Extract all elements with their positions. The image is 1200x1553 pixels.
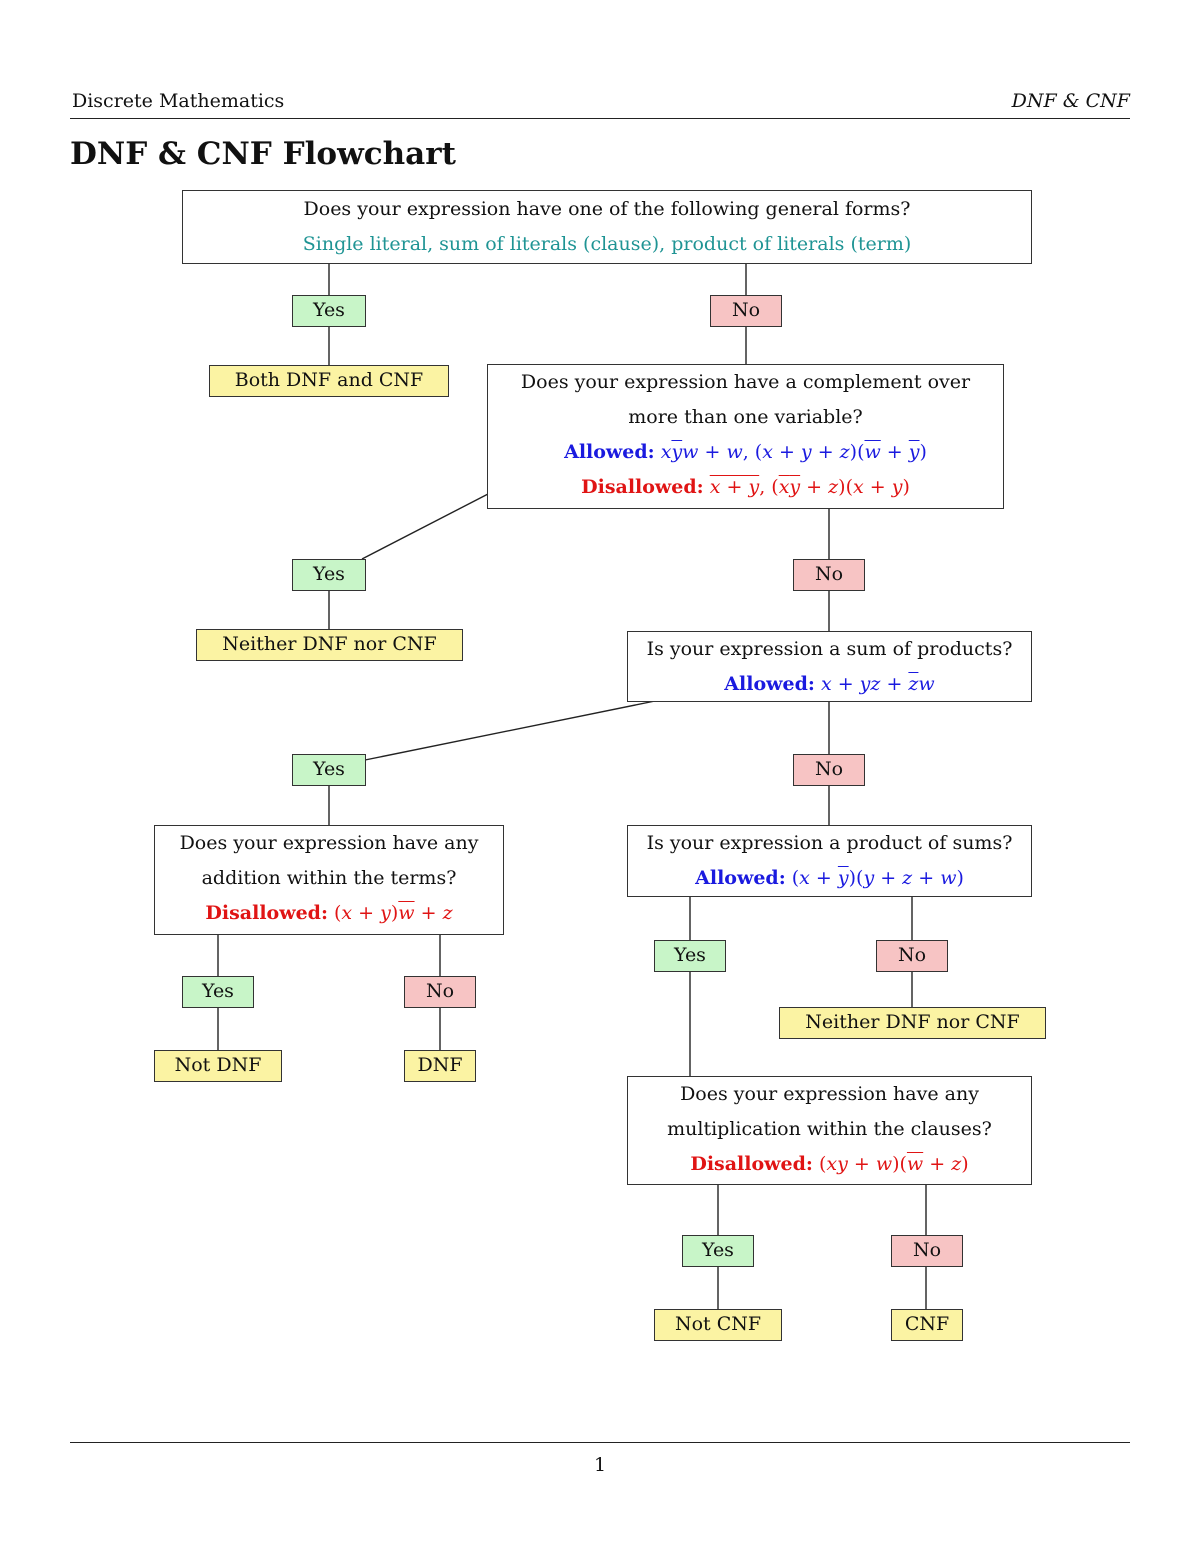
question-addition-line2: addition within the terms? (201, 867, 457, 889)
question-general-form-text: Does your expression have one of the fol… (303, 198, 911, 220)
disallowed-label: Disallowed: (205, 902, 328, 924)
disallowed-example-complement: Disallowed: x + y, (xy + z)(x + y) (581, 476, 910, 498)
allowed-example-sop: Allowed: x + yz + zw (724, 673, 935, 695)
answer-yes-sop: Yes (292, 754, 366, 786)
answer-no-multiplication: No (891, 1235, 963, 1267)
disallowed-example-addition: Disallowed: (x + y)w + z (205, 902, 453, 924)
header-topic: DNF & CNF (1011, 90, 1130, 112)
answer-no-addition: No (404, 976, 476, 1008)
page-number: 1 (593, 1454, 607, 1476)
result-cnf: CNF (891, 1309, 963, 1341)
result-neither-2: Neither DNF nor CNF (779, 1007, 1046, 1039)
page-title: DNF & CNF Flowchart (70, 136, 456, 172)
result-not-dnf: Not DNF (154, 1050, 282, 1082)
question-complement-line2: more than one variable? (628, 406, 863, 428)
disallowed-example-multiplication: Disallowed: (xy + w)(w + z) (690, 1153, 969, 1175)
allowed-label: Allowed: (695, 867, 786, 889)
answer-yes-addition: Yes (182, 976, 254, 1008)
answer-yes-pos: Yes (654, 940, 726, 972)
disallowed-label: Disallowed: (581, 476, 704, 498)
question-sop-text: Is your expression a sum of products? (646, 638, 1013, 660)
answer-no-pos: No (876, 940, 948, 972)
allowed-label: Allowed: (564, 441, 655, 463)
question-general-form: Does your expression have one of the fol… (182, 190, 1032, 264)
question-multiplication-in-clauses: Does your expression have any multiplica… (627, 1076, 1032, 1185)
question-complement: Does your expression have a complement o… (487, 364, 1004, 509)
result-neither-1: Neither DNF nor CNF (196, 629, 463, 661)
question-pos-text: Is your expression a product of sums? (646, 832, 1013, 854)
answer-yes-general-form: Yes (292, 295, 366, 327)
footer-rule (70, 1442, 1130, 1443)
header-rule (70, 118, 1130, 119)
question-addition-in-terms: Does your expression have any addition w… (154, 825, 504, 935)
header-course: Discrete Mathematics (72, 90, 285, 112)
question-multiplication-line1: Does your expression have any (680, 1083, 979, 1105)
question-complement-line1: Does your expression have a complement o… (520, 371, 971, 393)
answer-no-complement: No (793, 559, 865, 591)
question-product-of-sums: Is your expression a product of sums? Al… (627, 825, 1032, 897)
allowed-label: Allowed: (724, 673, 815, 695)
general-forms-list: Single literal, sum of literals (clause)… (302, 233, 912, 255)
allowed-example-pos: Allowed: (x + y)(y + z + w) (695, 867, 964, 889)
answer-no-general-form: No (710, 295, 782, 327)
result-not-cnf: Not CNF (654, 1309, 782, 1341)
result-dnf: DNF (404, 1050, 476, 1082)
answer-no-sop: No (793, 754, 865, 786)
question-addition-line1: Does your expression have any (179, 832, 479, 854)
question-multiplication-line2: multiplication within the clauses? (667, 1118, 992, 1140)
disallowed-label: Disallowed: (690, 1153, 813, 1175)
question-sum-of-products: Is your expression a sum of products? Al… (627, 631, 1032, 702)
answer-yes-complement: Yes (292, 559, 366, 591)
allowed-example-complement: Allowed: xyw + w, (x + y + z)(w + y) (564, 441, 927, 463)
answer-yes-multiplication: Yes (682, 1235, 754, 1267)
result-both-dnf-cnf: Both DNF and CNF (209, 365, 449, 397)
